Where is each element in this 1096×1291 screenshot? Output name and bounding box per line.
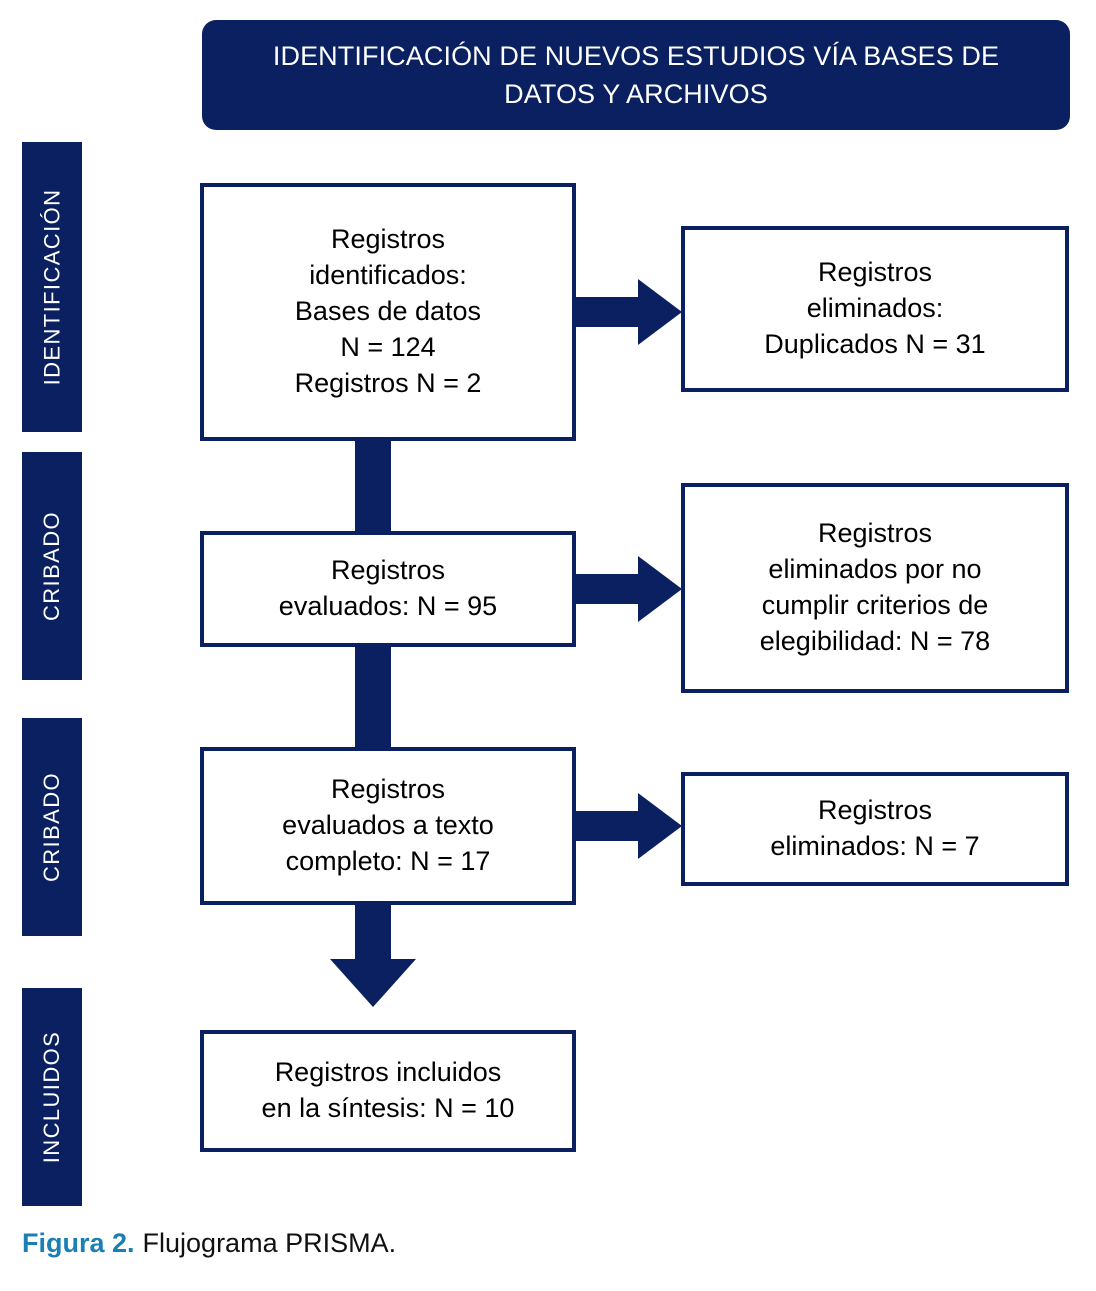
stage-label-text: INCLUIDOS <box>39 1030 64 1164</box>
arrow-fulltext-to-excluded-fulltext-head <box>638 793 682 859</box>
stage-label-text: CRIBADO <box>39 510 65 622</box>
stage-label-text: IDENTIFICACIÓN <box>39 188 65 386</box>
arrow-screened-to-excluded-criteria-head <box>638 556 682 622</box>
arrow-screened-to-excluded-criteria-shaft <box>574 574 640 604</box>
figure-number: Figura 2. <box>22 1228 135 1258</box>
figure-caption: Figura 2.Flujograma PRISMA. <box>22 1228 396 1259</box>
stage-label-cribado-1: CRIBADO <box>22 452 82 680</box>
figure-caption-text: Flujograma PRISMA. <box>142 1228 397 1258</box>
diagram-title: IDENTIFICACIÓN DE NUEVOS ESTUDIOS VÍA BA… <box>272 40 1000 109</box>
diagram-header-banner: IDENTIFICACIÓN DE NUEVOS ESTUDIOS VÍA BA… <box>202 20 1070 130</box>
arrow-identified-to-duplicates-head <box>638 279 682 345</box>
arrow-fulltext-to-included-head <box>330 959 416 1007</box>
stage-label-identificacion: IDENTIFICACIÓN <box>22 142 82 432</box>
arrow-fulltext-to-excluded-fulltext-shaft <box>574 811 640 841</box>
arrow-fulltext-to-included-shaft <box>355 901 391 961</box>
stage-label-cribado-2: CRIBADO <box>22 718 82 936</box>
arrow-identified-to-duplicates-shaft <box>574 297 640 327</box>
stage-label-text: CRIBADO <box>39 771 65 883</box>
stage-label-incluidos: INCLUIDOS <box>22 988 82 1206</box>
connector-identified-to-screened <box>355 437 391 535</box>
connector-screened-to-fulltext <box>355 643 391 751</box>
